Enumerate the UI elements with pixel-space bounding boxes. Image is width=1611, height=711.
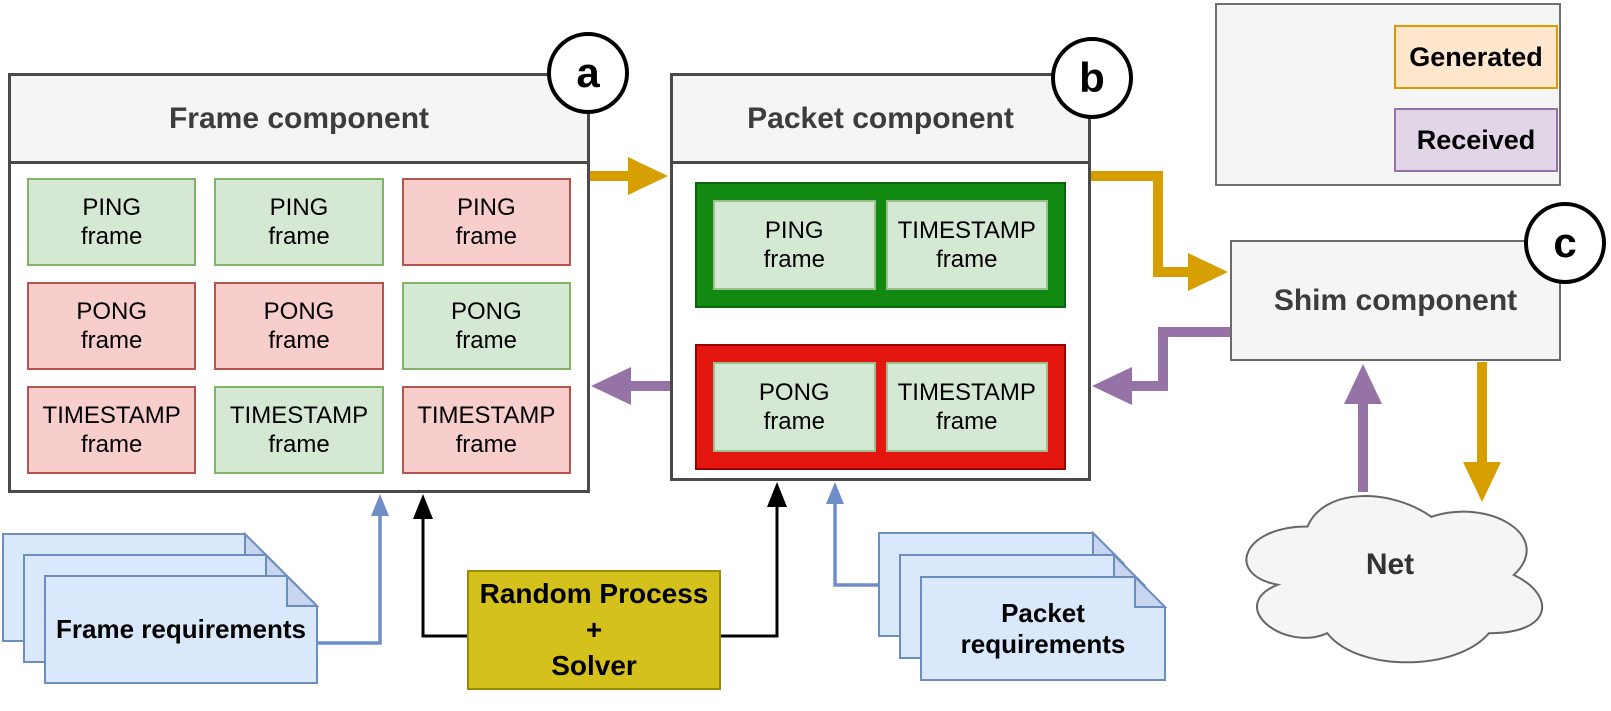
frame-cell: TIMESTAMP frame [401, 386, 571, 474]
frame-cell: PONG frame [401, 282, 571, 370]
packet-frame-type: PING [764, 217, 824, 244]
received-arrow-shim-to-packet [1092, 327, 1230, 405]
frame-cell-type: PING [82, 194, 141, 221]
packet-requirements-stack [878, 530, 1168, 681]
frame-requirements-arrow [317, 494, 389, 645]
packet-frame-label: frame [936, 408, 998, 435]
packet-frame: TIMESTAMP frame [885, 362, 1048, 452]
packet-requirements-label: Packet requirements [960, 597, 1126, 659]
frame-cell-label: frame [268, 431, 330, 458]
packet-frame-type: TIMESTAMP [897, 217, 1036, 244]
packet-frame-type: PONG [758, 379, 830, 406]
frame-cell-label: frame [455, 431, 517, 458]
frame-cell: TIMESTAMP frame [214, 386, 384, 474]
badge-a: a [547, 32, 629, 114]
frame-cell-label: frame [80, 223, 143, 250]
shim-component: Shim component [1230, 240, 1561, 361]
solver-arrow-to-packet-component [720, 482, 787, 638]
packet-frame-label: frame [936, 246, 998, 273]
packet-frame-label: frame [763, 246, 825, 273]
paper-sheet [920, 576, 1166, 681]
legend-generated-box: Generated [1394, 25, 1558, 89]
frame-cell-type: PONG [263, 298, 335, 325]
frame-cell: TIMESTAMP frame [27, 386, 197, 474]
solver-arrow-to-frame-component [413, 494, 467, 638]
frame-cell: PONG frame [214, 282, 384, 370]
paper-sheet [44, 575, 318, 684]
badge-b: b [1051, 37, 1133, 119]
packet-component-title: Packet component [673, 76, 1088, 164]
net-cloud-shape [1245, 495, 1544, 664]
packet-frame-type: TIMESTAMP [897, 379, 1036, 406]
frame-cell-label: frame [80, 431, 143, 458]
frame-cell: PING frame [401, 178, 571, 266]
packet-red: PONG frame TIMESTAMP frame [695, 344, 1066, 470]
solver-line-1: Random Process [479, 578, 709, 609]
frame-cell-type: PONG [450, 298, 522, 325]
frame-cell: PING frame [214, 178, 384, 266]
net-label: Net [1365, 548, 1415, 581]
paper-fold [1134, 574, 1168, 608]
generated-arrow-packet-to-shim [1090, 171, 1228, 291]
frame-cell: PONG frame [27, 282, 197, 370]
frame-requirements-stack [2, 531, 320, 684]
packet-frame: PING frame [713, 200, 876, 290]
packet-green: PING frame TIMESTAMP frame [695, 182, 1066, 308]
frame-component: Frame component PING frame PING frame PI… [8, 73, 590, 493]
frame-cell-type: TIMESTAMP [229, 402, 369, 429]
frame-component-title: Frame component [11, 76, 587, 164]
packet-component: Packet component PING frame TIMESTAMP fr… [670, 73, 1091, 481]
frame-requirements-label: Frame requirements [56, 614, 306, 644]
frame-cell-type: TIMESTAMP [417, 402, 556, 429]
frame-cell-type: PONG [76, 298, 147, 325]
solver-line-3: Solver [551, 650, 637, 681]
packet-frame: PONG frame [713, 362, 876, 452]
frame-cell-type: PING [456, 194, 516, 221]
packet-frame: TIMESTAMP frame [885, 200, 1048, 290]
frame-cell-type: PING [269, 194, 329, 221]
packet-frame-label: frame [763, 408, 825, 435]
frame-grid: PING frame PING frame PING frame PONG fr… [11, 164, 587, 490]
frame-cell-label: frame [268, 327, 330, 354]
frame-cell-type: TIMESTAMP [42, 402, 181, 429]
legend: Generated Received [1215, 3, 1561, 186]
frame-cell-label: frame [455, 223, 517, 250]
frame-cell-label: frame [80, 327, 143, 354]
badge-c: c [1524, 202, 1606, 284]
solver-line-2: + [585, 614, 603, 645]
solver-box: Random Process + Solver [467, 570, 721, 690]
paper-fold [286, 573, 320, 607]
legend-received-box: Received [1394, 108, 1558, 172]
packet-requirements-arrow [826, 482, 879, 587]
frame-cell: PING frame [27, 178, 197, 266]
frame-cell-label: frame [455, 327, 517, 354]
frame-cell-label: frame [268, 223, 330, 250]
